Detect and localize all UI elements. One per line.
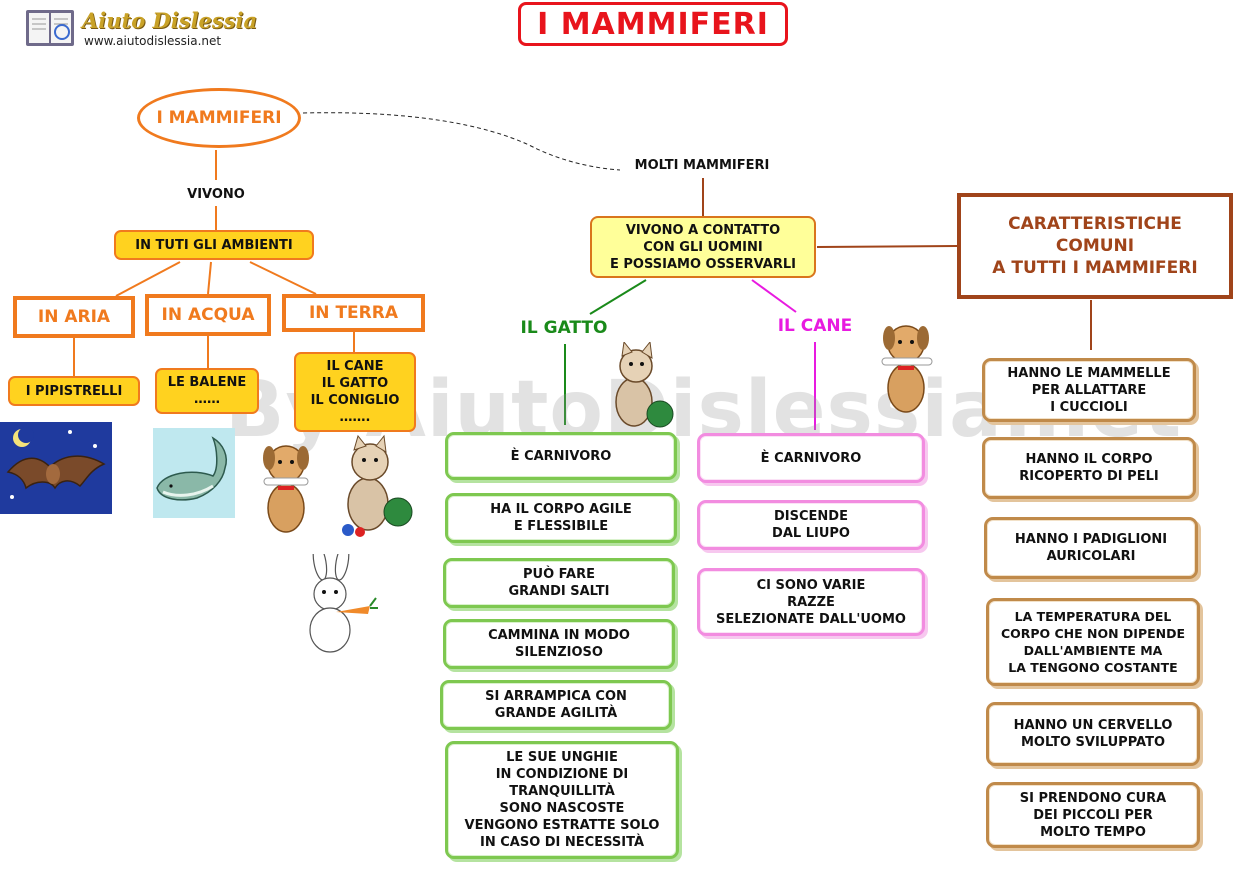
gatto-trait-6: LE SUE UNGHIE IN CONDIZIONE DI TRANQUILL… [445,741,679,859]
air-examples: I PIPISTRELLI [8,376,140,406]
common-trait-2: HANNO IL CORPO RICOPERTO DI PELI [982,437,1196,499]
root-node: I MAMMIFERI [137,88,301,148]
logo-name: Aiuto Dislessia [82,8,258,33]
dog-illustration [881,325,933,413]
common-trait-1: HANNO LE MAMMELLE PER ALLATTARE I CUCCIO… [982,358,1196,422]
gatto-label: IL GATTO [520,318,608,338]
link-label-molti: MOLTI MAMMIFERI [634,157,770,173]
common-trait-6: SI PRENDONO CURA DEI PICCOLI PER MOLTO T… [986,782,1200,848]
gatto-trait-5: SI ARRAMPICA CON GRANDE AGILITÀ [440,680,672,730]
whale-illustration [153,428,235,518]
common-trait-4: LA TEMPERATURA DEL CORPO CHE NON DIPENDE… [986,598,1200,686]
gatto-trait-3: PUÒ FARE GRANDI SALTI [443,558,675,608]
book-icon [26,10,74,46]
env-air-node: IN ARIA [13,296,135,338]
cane-trait-3: CI SONO VARIE RAZZE SELEZIONATE DALL'UOM… [697,568,925,636]
rabbit-illustration [309,554,378,653]
env-land-node: IN TERRA [282,294,425,332]
land-examples: IL CANE IL GATTO IL CONIGLIO ……. [294,352,416,432]
habitat-node: IN TUTI GLI AMBIENTI [114,230,314,260]
gatto-trait-4: CAMMINA IN MODO SILENZIOSO [443,619,675,669]
logo-url: www.aiutodislessia.net [84,34,222,48]
contact-node: VIVONO A CONTATTO CON GLI UOMINI E POSSI… [590,216,816,278]
cat-illustration [615,342,674,428]
gatto-trait-2: HA IL CORPO AGILE E FLESSIBILE [445,493,677,543]
logo: Aiuto Dislessia www.aiutodislessia.net [24,6,257,54]
cane-label: IL CANE [777,316,853,336]
bat-illustration [0,422,112,514]
dog-illustration [263,445,309,533]
env-water-node: IN ACQUA [145,294,271,336]
cane-trait-2: DISCENDE DAL LIUPO [697,500,925,550]
cat-illustration [342,434,413,537]
common-traits-title: CARATTERISTICHE COMUNI A TUTTI I MAMMIFE… [957,193,1233,299]
page-title: I MAMMIFERI [518,2,788,46]
common-trait-5: HANNO UN CERVELLO MOLTO SVILUPPATO [986,702,1200,766]
link-label-vivono: VIVONO [187,186,245,202]
water-examples: LE BALENE …… [155,368,259,414]
gatto-trait-1: È CARNIVORO [445,432,677,480]
cane-trait-1: È CARNIVORO [697,433,925,483]
common-trait-3: HANNO I PADIGLIONI AURICOLARI [984,517,1198,579]
